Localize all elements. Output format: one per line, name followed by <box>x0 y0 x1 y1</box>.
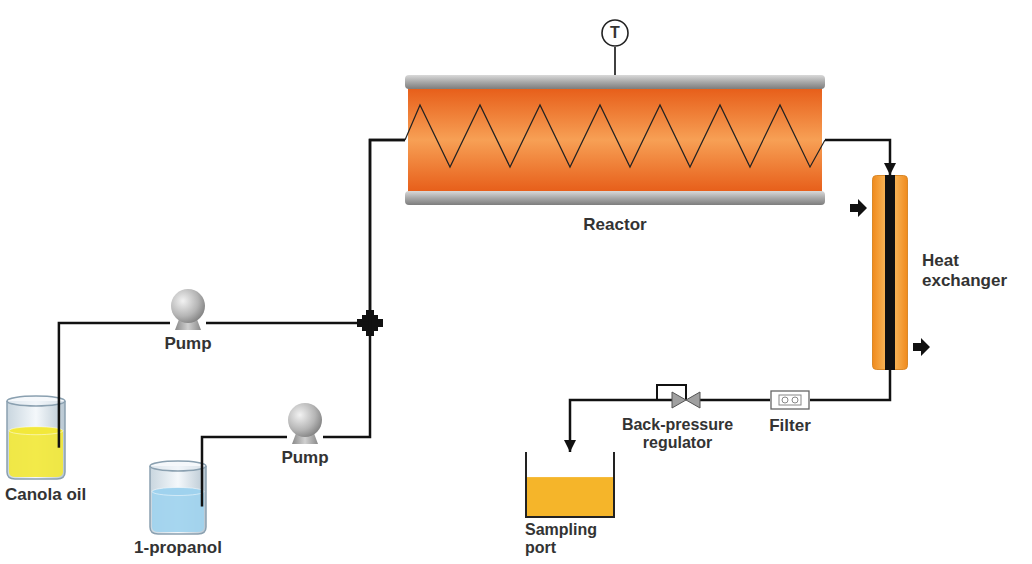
pipe-line <box>614 47 616 75</box>
pump-symbol: Pump <box>170 288 206 330</box>
inline-filter-shape <box>770 390 810 410</box>
heat-exchanger: Heat exchanger <box>872 175 908 370</box>
coolant-in-arrow <box>850 199 867 217</box>
thermocouple-symbol: T <box>601 19 629 47</box>
pump-symbol-shape <box>287 402 323 444</box>
pipe-line <box>323 140 405 437</box>
node-label: Canola oil <box>5 485 115 505</box>
propanol-beaker-shape-part <box>152 492 204 533</box>
pump-symbol-shape-part <box>171 289 205 323</box>
heat-exchanger-shape-part <box>885 175 895 370</box>
propanol-beaker-shape-part <box>201 460 204 507</box>
pipe-line <box>202 437 287 460</box>
propanol-beaker: 1-propanol <box>148 460 208 535</box>
reactor-coil-shape-part <box>405 75 825 89</box>
inline-filter-shape-part <box>782 397 788 403</box>
reactor-coil-shape-part <box>405 191 825 205</box>
heat-exchanger-shape-part <box>873 176 908 370</box>
oil-beaker-shape-part <box>7 396 65 406</box>
node-label: Heat exchanger <box>922 251 1022 290</box>
pipe-line <box>705 399 770 402</box>
oil-beaker-shape-part <box>9 427 63 435</box>
reactor-coil-shape-part <box>405 105 825 167</box>
inline-filter-shape-part <box>792 397 798 403</box>
node-label: T <box>601 19 629 47</box>
pump-symbol-shape-part <box>288 403 322 437</box>
propanol-beaker-shape-part <box>150 461 206 471</box>
inline-filter-shape-part <box>779 395 801 405</box>
pipe-line <box>206 140 405 323</box>
reactor-coil: Reactor <box>405 75 825 205</box>
sampling-vessel-shape-part <box>527 477 613 516</box>
back-pressure-valve-shape-part <box>672 392 686 408</box>
node-label: Pump <box>143 334 233 354</box>
back-pressure-valve-shape-part <box>686 392 700 408</box>
sampling-vessel: Sampling port <box>525 452 615 518</box>
propanol-beaker-shape-part <box>150 466 206 534</box>
reactor-coil-shape-part <box>408 85 822 195</box>
node-label: Sampling port <box>525 521 625 558</box>
coolant-out-arrow <box>913 338 930 356</box>
back-pressure-valve: Back-pressure regulator <box>650 380 705 410</box>
node-label: Reactor <box>515 215 715 235</box>
reactor-coil-shape <box>405 75 825 205</box>
oil-beaker-shape-part <box>9 431 63 477</box>
inline-filter: Filter <box>770 390 810 410</box>
pipe-line <box>59 323 170 395</box>
node-label: Back-pressure regulator <box>608 416 748 453</box>
thermocouple-symbol-shape-part <box>602 20 628 46</box>
oil-beaker-shape-part <box>58 395 61 448</box>
pump-symbol: Pump <box>287 402 323 444</box>
sampling-vessel-shape-part <box>526 452 614 517</box>
heat-exchanger-shape <box>872 175 908 370</box>
pipe-line <box>825 140 890 175</box>
propanol-beaker-shape-part <box>152 488 204 496</box>
oil-beaker-shape-part <box>7 401 65 479</box>
oil-beaker-shape <box>5 395 67 480</box>
inline-filter-shape-part <box>771 391 809 409</box>
pipe-line <box>810 370 890 400</box>
node-label: Filter <box>750 416 830 436</box>
sampling-vessel-shape <box>525 452 615 518</box>
oil-beaker: Canola oil <box>5 395 67 480</box>
pump-symbol-shape <box>170 288 206 330</box>
propanol-beaker-shape <box>148 460 208 535</box>
back-pressure-valve-shape <box>650 380 705 410</box>
node-label: Pump <box>260 448 350 468</box>
node-label: 1-propanol <box>118 538 238 558</box>
